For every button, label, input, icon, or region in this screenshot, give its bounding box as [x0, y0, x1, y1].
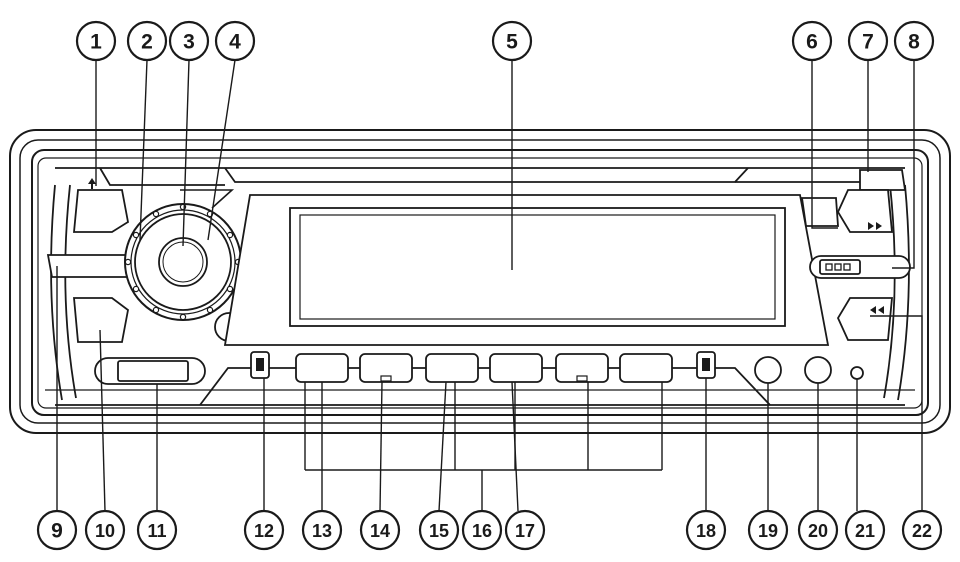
- eject-button[interactable]: [73, 189, 129, 233]
- callouts: [36, 20, 943, 551]
- callout-16: 16: [472, 521, 492, 541]
- preset-button-2[interactable]: [359, 353, 413, 383]
- round-button-right[interactable]: [804, 356, 832, 384]
- callout-12: 12: [254, 521, 274, 541]
- callout-19: 19: [758, 521, 778, 541]
- callout-10: 10: [95, 521, 115, 541]
- callout-14: 14: [370, 521, 390, 541]
- mode-button[interactable]: [809, 255, 911, 279]
- preset-button-3[interactable]: [425, 353, 479, 383]
- preset-button-tabs: [380, 375, 588, 382]
- rewind-button[interactable]: [836, 297, 893, 341]
- round-button-left[interactable]: [754, 356, 782, 384]
- release-button[interactable]: [94, 357, 206, 385]
- reset-hole[interactable]: [850, 366, 864, 380]
- callout-22: 22: [912, 521, 932, 541]
- display-window: [223, 194, 830, 346]
- leader-lines: [56, 59, 923, 512]
- mode-button-dots-icon: [825, 263, 851, 271]
- callout-8: 8: [908, 31, 920, 54]
- right-side-panel: [883, 184, 910, 401]
- faceplate-bezel: [45, 167, 915, 406]
- callout-17: 17: [515, 521, 535, 541]
- fast-forward-button[interactable]: [836, 189, 893, 233]
- preset-button-4[interactable]: [489, 353, 543, 383]
- source-button[interactable]: [73, 297, 129, 343]
- preset-button-5[interactable]: [555, 353, 609, 383]
- callout-7: 7: [862, 31, 874, 54]
- rewind-icon: [870, 306, 884, 314]
- callout-6: 6: [806, 31, 818, 54]
- callout-21: 21: [855, 521, 875, 541]
- outer-housing: [9, 129, 951, 434]
- fast-forward-icon: [868, 222, 882, 230]
- callout-3: 3: [183, 31, 195, 54]
- preset-button-6[interactable]: [619, 353, 673, 383]
- top-right-button[interactable]: [859, 169, 907, 191]
- callout-20: 20: [808, 521, 828, 541]
- callout-9: 9: [51, 520, 63, 543]
- callout-15: 15: [429, 521, 449, 541]
- round-buttons: [754, 356, 864, 384]
- callout-1: 1: [90, 31, 102, 54]
- function-button[interactable]: [800, 197, 839, 227]
- eject-icon: [88, 178, 96, 189]
- callout-5: 5: [506, 31, 518, 54]
- callout-11: 11: [147, 521, 166, 541]
- preset-buttons: [250, 351, 716, 383]
- callout-2: 2: [141, 31, 153, 54]
- indicator-marks: [256, 358, 710, 371]
- callout-18: 18: [696, 521, 716, 541]
- callout-13: 13: [312, 521, 332, 541]
- callout-4: 4: [229, 31, 241, 54]
- preset-button-1[interactable]: [295, 353, 349, 383]
